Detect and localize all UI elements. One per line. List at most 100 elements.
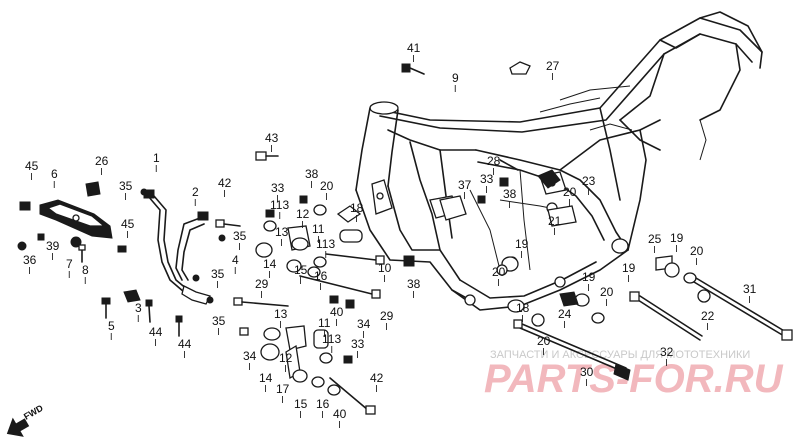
callout-c38c: 38 xyxy=(407,277,421,291)
collar-22[interactable] xyxy=(697,289,711,303)
callout-c38b: 38 xyxy=(503,187,517,201)
callout-c43: 43 xyxy=(265,131,279,145)
bolt-42-lower[interactable] xyxy=(329,377,376,415)
bolt-44a[interactable] xyxy=(145,299,153,323)
collar-20-bottom[interactable] xyxy=(531,313,545,327)
callout-c11a: 11 xyxy=(312,222,325,236)
washer-113-mid[interactable] xyxy=(313,256,327,268)
hose-1[interactable] xyxy=(143,189,189,293)
washer-113-upper[interactable] xyxy=(263,220,277,232)
callout-c22: 22 xyxy=(701,309,715,323)
fitting-4[interactable] xyxy=(181,285,211,305)
clip-35b[interactable] xyxy=(218,234,226,242)
washer-15-upper[interactable] xyxy=(286,259,302,273)
spacer-14-upper[interactable] xyxy=(255,242,273,258)
bracket-12-lower[interactable] xyxy=(285,325,307,351)
bolt-32[interactable] xyxy=(629,291,703,341)
hose-2[interactable] xyxy=(175,211,209,281)
callout-c14b: 14 xyxy=(259,371,273,385)
rubber-19-rear[interactable] xyxy=(664,262,680,278)
callout-c18b: 18 xyxy=(516,301,530,315)
callout-c40b: 40 xyxy=(333,407,347,421)
bolt-38-center[interactable] xyxy=(499,177,509,187)
washer-15-lower[interactable] xyxy=(292,369,308,383)
rubber-13-upper[interactable] xyxy=(291,237,309,251)
bolt-29-left[interactable] xyxy=(233,297,289,307)
callout-c19b: 19 xyxy=(515,237,529,251)
bush-18-upper[interactable] xyxy=(336,205,362,223)
bolt-41[interactable] xyxy=(401,63,425,75)
callout-c19a: 19 xyxy=(670,231,684,245)
nut-33-center[interactable] xyxy=(477,195,486,204)
watermark-subtitle: ЗАПЧАСТИ И АКСЕССУАРЫ ДЛЯ МОТОТЕХНИКИ xyxy=(490,349,750,361)
callout-c34a: 34 xyxy=(357,317,371,331)
nut-34-lower[interactable] xyxy=(239,327,249,336)
callout-c35b: 35 xyxy=(233,229,247,243)
callout-c37: 37 xyxy=(458,178,472,192)
callout-c34b: 34 xyxy=(243,349,257,363)
bolt-5[interactable] xyxy=(101,297,111,319)
plate-23[interactable] xyxy=(537,169,561,189)
bolt-38-upper[interactable] xyxy=(299,195,308,204)
clip-27[interactable] xyxy=(509,61,531,75)
rubber-45-lower[interactable] xyxy=(117,245,127,253)
bracket-6[interactable] xyxy=(39,199,113,239)
callout-c20e: 20 xyxy=(600,285,614,299)
bolt-29-right[interactable] xyxy=(299,275,381,299)
rubber-45-upper[interactable] xyxy=(19,201,31,211)
callout-c11b: 11 xyxy=(318,316,331,330)
bracket-37[interactable] xyxy=(439,195,467,221)
bolt-42a[interactable] xyxy=(215,219,241,228)
bolt-8[interactable] xyxy=(78,244,86,263)
bolt-10[interactable] xyxy=(325,253,385,265)
callout-c4: 4 xyxy=(232,253,239,267)
callout-c18a: 18 xyxy=(350,201,364,215)
bolt-43[interactable] xyxy=(255,151,279,161)
plate-21[interactable] xyxy=(547,205,577,227)
clamp-3[interactable] xyxy=(123,289,141,303)
washer-113-lower[interactable] xyxy=(319,352,333,364)
callout-c16a: 16 xyxy=(314,269,328,283)
nut-40-upper[interactable] xyxy=(329,295,339,304)
collar-20-left[interactable] xyxy=(496,264,508,276)
collar-36[interactable] xyxy=(17,241,27,251)
callout-c16b: 16 xyxy=(316,397,330,411)
collar-16-upper[interactable] xyxy=(307,266,321,278)
callout-c20f: 20 xyxy=(537,334,551,348)
bolt-44b[interactable] xyxy=(175,315,183,337)
nut-40-lower[interactable] xyxy=(327,384,341,396)
bush-18-lower[interactable] xyxy=(507,299,525,313)
callout-c15a: 15 xyxy=(294,263,308,277)
bolt-30[interactable] xyxy=(513,319,631,381)
spacer-14-lower[interactable] xyxy=(260,343,280,361)
bolt-31[interactable] xyxy=(693,277,793,341)
clip-35d[interactable] xyxy=(206,296,214,304)
clip-35c[interactable] xyxy=(192,274,200,282)
callout-c44b: 44 xyxy=(178,337,192,351)
sleeve-11-upper[interactable] xyxy=(339,229,363,243)
nut-33-upper[interactable] xyxy=(265,209,275,218)
nut-33-lower[interactable] xyxy=(343,355,353,364)
clip-35a[interactable] xyxy=(140,188,148,196)
rubber-19-right[interactable] xyxy=(611,238,629,254)
callout-c12: 12 xyxy=(296,207,310,221)
nut-39[interactable] xyxy=(37,233,45,241)
spacer-24[interactable] xyxy=(559,291,579,307)
nut-38-lower[interactable] xyxy=(403,255,415,267)
callout-c113c: 113 xyxy=(322,332,341,346)
rubber-13-lower[interactable] xyxy=(263,327,281,341)
callout-c35d: 35 xyxy=(212,314,226,328)
callout-c17: 17 xyxy=(276,382,290,396)
main-frame[interactable] xyxy=(355,11,763,311)
rubber-26[interactable] xyxy=(85,181,101,197)
nut-34-upper[interactable] xyxy=(345,299,355,309)
callout-c40a: 40 xyxy=(330,305,344,319)
collar-16-lower[interactable] xyxy=(311,376,325,388)
collar-20-lower[interactable] xyxy=(591,312,605,324)
collar-20-upper[interactable] xyxy=(313,204,327,216)
bolt-28[interactable] xyxy=(499,159,519,171)
callout-c26: 26 xyxy=(95,154,109,168)
callout-c30: 30 xyxy=(580,365,594,379)
